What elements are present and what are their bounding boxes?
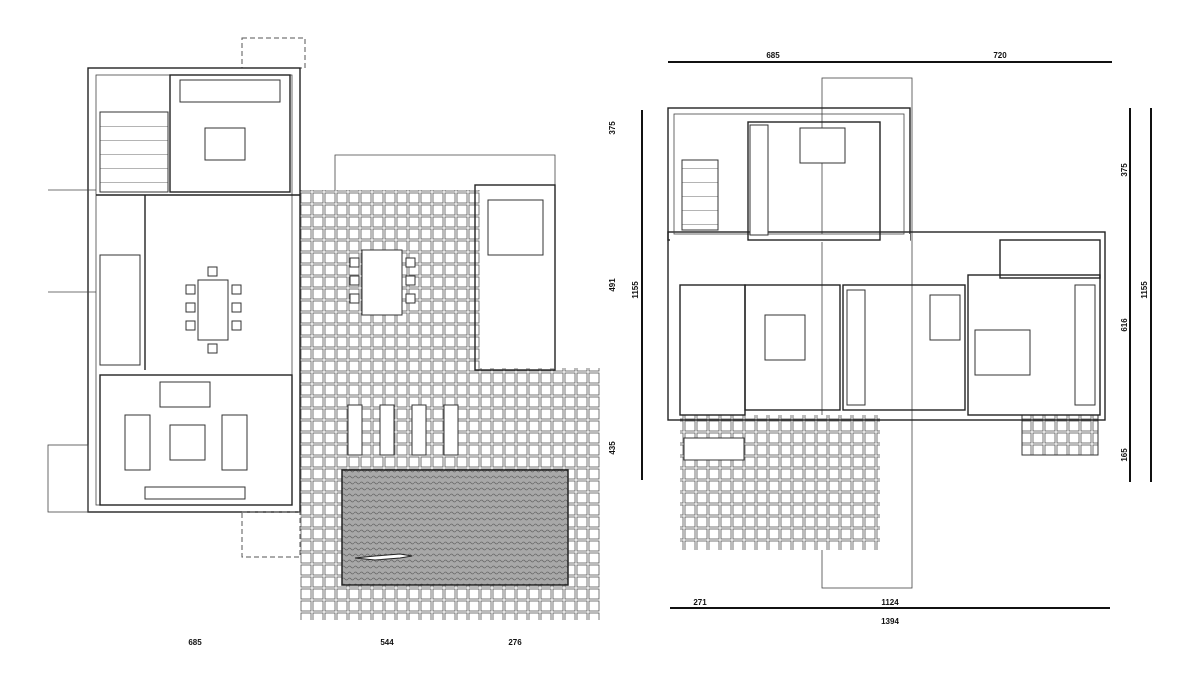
dimension-label: 276	[508, 638, 522, 647]
ground-dimensions-bottom: 685 544 276	[188, 638, 522, 647]
bed	[799, 127, 846, 164]
dimension-label-total: 1155	[1140, 281, 1149, 299]
dimension-label: 271	[693, 598, 707, 607]
house-outer-wall	[87, 67, 301, 513]
bedroom-3	[842, 284, 966, 411]
dimension-label: 375	[1120, 163, 1129, 177]
dimension-label-total: 1155	[631, 281, 640, 299]
bed	[764, 314, 806, 361]
dimension-label: 491	[608, 278, 617, 292]
dimension-label: 544	[380, 638, 394, 647]
dimension-label: 1124	[881, 598, 899, 607]
living-room	[99, 374, 293, 506]
dining-table	[197, 279, 229, 341]
balcony	[1021, 414, 1099, 456]
swimmer-icon	[354, 553, 413, 561]
dimension-label: 720	[993, 51, 1007, 60]
bed	[974, 329, 1031, 376]
ensuite-bathroom	[999, 239, 1101, 279]
dimension-label: 435	[608, 441, 617, 455]
bed	[929, 294, 961, 341]
sun-loungers	[347, 404, 459, 456]
kitchen	[169, 74, 291, 193]
coffee-table	[169, 424, 206, 461]
dimension-label: 375	[608, 121, 617, 135]
swimming-pool	[341, 469, 569, 586]
kitchen-island	[204, 127, 246, 161]
dimension-label: 685	[766, 51, 780, 60]
bathroom	[99, 254, 141, 366]
entrance-steps	[47, 444, 89, 513]
staircase	[99, 111, 169, 193]
sofa-right	[221, 414, 248, 471]
annex-kitchen	[474, 184, 556, 371]
bedroom-1	[747, 121, 881, 241]
sofa-left	[124, 414, 151, 471]
tv-unit	[144, 486, 246, 500]
kitchen-counter	[179, 79, 281, 103]
wardrobe	[1074, 284, 1096, 406]
dimension-label: 165	[1120, 448, 1129, 462]
terrace-table	[361, 249, 403, 316]
upper-terrace	[680, 415, 880, 550]
ground-floor-plan: 685 544 276	[47, 37, 600, 647]
carport-outline	[241, 37, 306, 69]
wardrobe	[846, 289, 866, 406]
roof-overhang	[821, 77, 913, 589]
staircase	[681, 159, 719, 231]
dimension-label: 616	[1120, 318, 1129, 332]
upper-dimension-lines	[641, 61, 1152, 609]
bathtub	[683, 437, 745, 461]
master-bedroom	[967, 274, 1101, 416]
upper-floor-plan: 685 720 375 491 435 1155 375 616 165 115…	[608, 51, 1152, 626]
wardrobe	[749, 124, 769, 236]
dimension-label-total: 1394	[881, 617, 899, 626]
dimension-label: 685	[188, 638, 202, 647]
terrace-outline	[334, 154, 556, 190]
bathroom	[679, 284, 746, 416]
sofa-top	[159, 381, 211, 408]
